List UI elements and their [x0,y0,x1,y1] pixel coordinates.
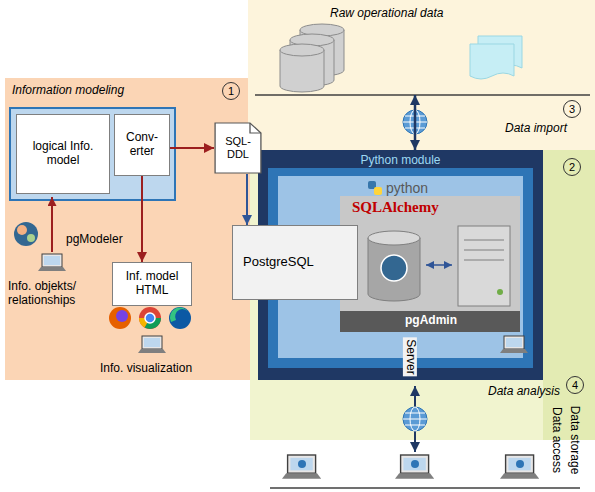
caption-label: Info. objekts/ relationships [8,280,118,308]
database-stack [280,44,324,56]
browser-icons [169,307,191,329]
node-text: Conv- erter [118,131,166,159]
node-text: Python module [258,153,543,167]
node-text: Inf. model HTML [116,270,188,298]
logo-text: SQLAlchemy [352,199,439,216]
pgmodeler-icon [27,234,35,242]
browser-icons [109,307,131,329]
node-text: Data analysis [488,384,560,398]
node-text: SQL- DDL [217,135,259,160]
client-laptops [500,455,539,479]
client-laptops [411,460,419,468]
callout-number: 4 [566,376,584,394]
model-container [10,108,175,200]
server-tower [497,289,503,295]
laptop-icon [38,254,66,271]
document-fold [250,123,261,133]
pgmodeler-icon [17,225,27,235]
laptop-icon [500,336,528,353]
server-tower [458,226,510,306]
document-outline [215,123,261,173]
callout-number: 3 [563,100,581,118]
client-laptops [516,460,524,468]
python-logo [374,187,382,195]
caption-label: Info. visualization [100,362,192,376]
logo-text: python [386,180,428,196]
database-cylinder [381,255,407,281]
server-tower [464,240,504,241]
network-globe [403,407,427,431]
vertical-label: Data access [549,407,563,473]
pgmodeler-icon [14,222,38,246]
node-text: Raw operational data [330,6,443,20]
file-stack [470,44,514,79]
server-tower [464,260,504,261]
client-laptops [395,455,434,479]
database-stack [280,24,344,92]
pgadmin-bar [340,311,520,332]
client-laptops [282,455,539,479]
pgmodeler-icon [14,222,38,246]
connector-arrow [246,174,248,225]
node-text: Information modeling [12,83,124,97]
browser-icons [139,307,161,329]
sqlalchemy-ground [340,196,520,332]
node-text: PostgreSQL [243,255,314,270]
tool-label: pgModeler [66,233,123,247]
section-label: Data import [505,122,567,136]
database-cylinder [368,231,420,301]
python-logo [368,181,382,195]
region-panel: Raw operational data [248,0,595,95]
vertical-label: Data storage [567,406,581,475]
client-laptops [298,460,306,468]
converter-box: Conv- erter [114,114,170,176]
raw-data-baseline [255,94,590,96]
vertical-label: Server [403,337,417,376]
document-shape: SQL- DDL [214,122,262,174]
connector-arrow [170,147,214,149]
callout-number: 1 [222,82,240,100]
server-link [426,264,452,266]
client-baseline [270,487,580,489]
connector-arrow [414,95,417,150]
database-cylinder [368,231,420,245]
tool-label: pgAdmin [405,314,457,328]
html-box: Inf. model HTML [112,262,192,306]
browser-icons [116,310,128,322]
raw-data-ground [248,0,595,150]
node-text: logical Info. model [20,140,106,168]
laptop-icon [138,336,166,353]
database-box: PostgreSQL [232,225,358,300]
server-tower [458,226,510,306]
connector-arrow [141,176,143,262]
database-cylinder [368,238,420,301]
callout-number: 2 [563,158,581,176]
modeling-arrow [51,197,53,252]
browser-icons [145,313,155,323]
file-stack [470,36,522,79]
browser-icons [170,307,189,322]
model-box: logical Info. model [16,114,110,194]
client-laptops [282,455,321,479]
server-tower [464,250,504,251]
browser-icons [109,307,191,329]
